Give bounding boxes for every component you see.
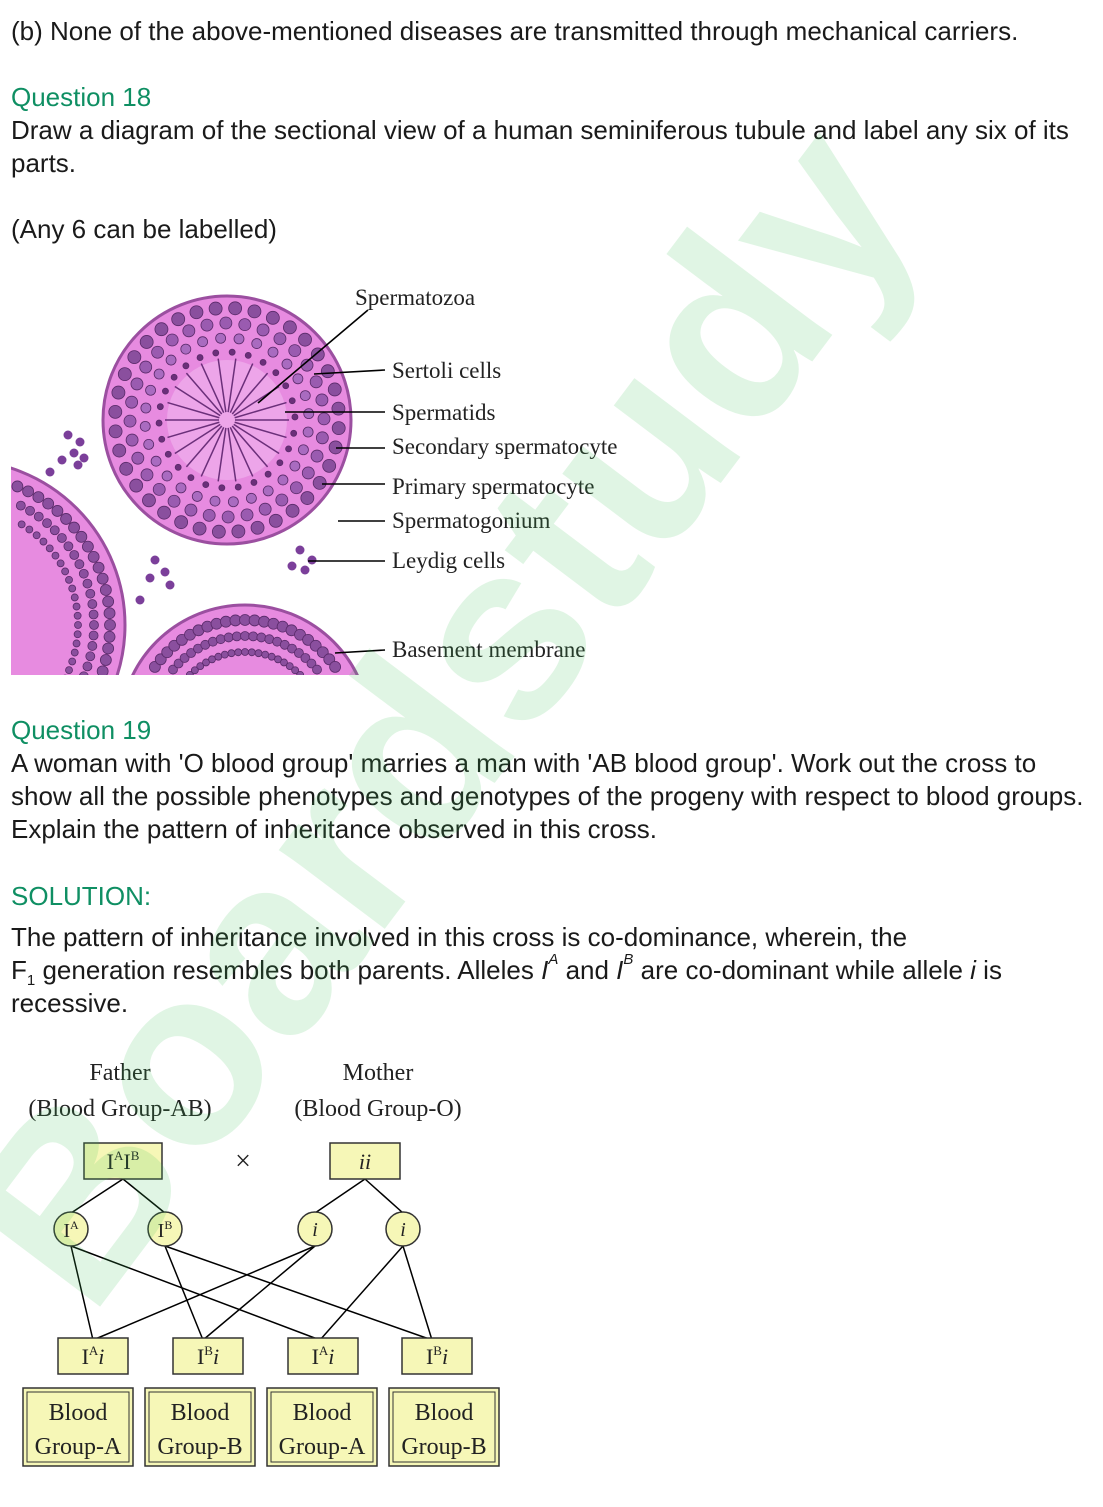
gamete-circles: IA IB i i — [53, 1211, 421, 1247]
question-19-heading: Question 19 — [11, 715, 152, 745]
svg-text:Blood: Blood — [415, 1400, 474, 1426]
label-leydig-cells: Leydig cells — [392, 548, 505, 573]
gamete-IB — [147, 1211, 183, 1247]
label-sertoli-cells: Sertoli cells — [392, 358, 501, 383]
question-19-text: A woman with 'O blood group' marries a m… — [11, 748, 1084, 844]
svg-text:Group-B: Group-B — [157, 1434, 242, 1460]
mother-genotype: ii — [359, 1149, 371, 1174]
leader-lines — [257, 309, 386, 654]
svg-text:i: i — [312, 1219, 318, 1241]
gamete-i-2 — [385, 1211, 421, 1247]
question-18-note: (Any 6 can be labelled) — [11, 214, 277, 244]
cross-lines — [70, 1178, 433, 1341]
svg-text:IBi: IBi — [197, 1343, 219, 1369]
offspring-genotypes: IAi IBi IAi IBi — [57, 1337, 473, 1375]
leydig-cell-clusters — [45, 430, 317, 605]
svg-text:Blood: Blood — [171, 1400, 230, 1426]
svg-text:Group-A: Group-A — [35, 1434, 122, 1460]
label-basement-membrane: Basement membrane — [392, 637, 586, 662]
svg-text:IAi: IAi — [82, 1343, 105, 1369]
father-title: Father — [89, 1060, 150, 1086]
label-spermatogonium: Spermatogonium — [392, 508, 551, 533]
svg-text:Blood: Blood — [49, 1400, 108, 1426]
seminiferous-tubule-diagram: Spermatozoa Sertoli cells Spermatids Sec… — [11, 285, 617, 675]
mother-title: Mother — [343, 1060, 414, 1086]
father-genotype-box — [83, 1142, 163, 1180]
solution-heading: SOLUTION: — [11, 881, 152, 911]
svg-text:i: i — [400, 1219, 406, 1241]
label-primary-spermatocyte: Primary spermatocyte — [392, 474, 594, 499]
svg-text:Blood: Blood — [293, 1400, 352, 1426]
mother-genotype-box — [329, 1142, 401, 1180]
blood-group-cross-diagram: Father (Blood Group-AB) Mother (Blood Gr… — [22, 1060, 500, 1467]
germ-cells-partial — [11, 480, 342, 675]
label-secondary-spermatocyte: Secondary spermatocyte — [392, 434, 617, 459]
solution-line-3: recessive. — [11, 988, 129, 1018]
label-spermatids: Spermatids — [392, 400, 496, 425]
svg-text:IBi: IBi — [426, 1343, 448, 1369]
gamete-IA — [53, 1211, 89, 1247]
cross-symbol: × — [235, 1146, 251, 1177]
svg-text:Group-B: Group-B — [401, 1434, 486, 1460]
gamete-i-1 — [297, 1211, 333, 1247]
svg-text:Group-A: Group-A — [279, 1434, 366, 1460]
previous-answer: (b) None of the above-mentioned diseases… — [11, 16, 1019, 46]
germ-cells-main — [108, 301, 346, 539]
mother-blood-group: (Blood Group-O) — [294, 1096, 461, 1122]
svg-text:IAi: IAi — [312, 1343, 335, 1369]
label-spermatozoa: Spermatozoa — [355, 285, 475, 310]
phenotype-boxes: Blood Group-A Blood Group-B Blood Group-… — [22, 1387, 500, 1467]
question-18-heading: Question 18 — [11, 82, 152, 112]
solution-line-1: The pattern of inheritance involved in t… — [11, 922, 908, 952]
father-blood-group: (Blood Group-AB) — [28, 1096, 211, 1122]
question-18-text: Draw a diagram of the sectional view of … — [11, 115, 1069, 178]
solution-line-2: F1 generation resembles both parents. Al… — [11, 951, 1002, 990]
